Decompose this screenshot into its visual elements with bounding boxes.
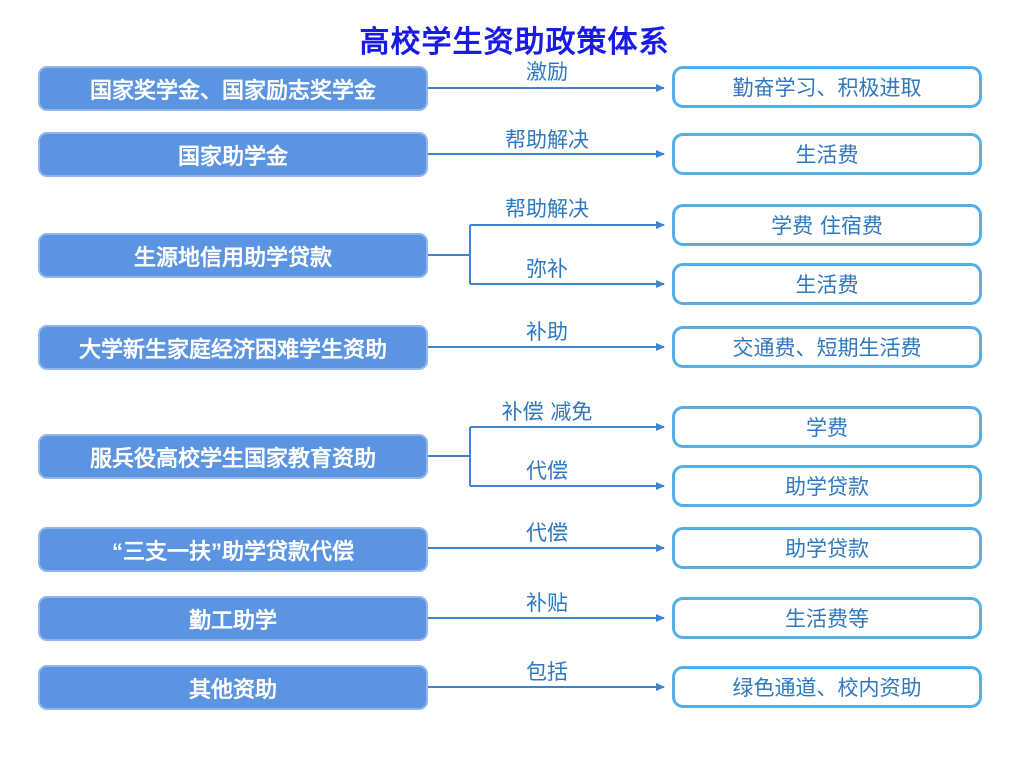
benefit-box-tuition-accommodation: 学费 住宿费 [672, 204, 982, 246]
page-title: 高校学生资助政策体系 [359, 26, 670, 59]
policy-box-national-grant: 国家助学金 [38, 132, 428, 177]
policy-box-national-scholarship: 国家奖学金、国家励志奖学金 [38, 66, 428, 111]
arrow-label-subsidize: 补助 [526, 320, 568, 344]
benefit-box-living-expenses-etc: 生活费等 [672, 597, 982, 639]
policy-box-freshman-hardship-aid: 大学新生家庭经济困难学生资助 [38, 325, 428, 370]
policy-box-work-study: 勤工助学 [38, 596, 428, 641]
arrow-label-repay-2: 代偿 [526, 521, 568, 545]
benefit-box-student-loan-1: 助学贷款 [672, 465, 982, 507]
benefit-box-diligent-study: 勤奋学习、积极进取 [672, 66, 982, 108]
arrow-label-help-solve-2: 帮助解决 [505, 197, 589, 221]
arrow-label-make-up: 弥补 [526, 257, 568, 281]
benefit-box-green-channel-campus-aid: 绿色通道、校内资助 [672, 666, 982, 708]
policy-box-sanzhiyifu-loan-repayment: “三支一扶”助学贷款代偿 [38, 527, 428, 572]
arrow-label-compensate-waive: 补偿 减免 [501, 400, 593, 424]
arrow-label-motivate: 激励 [526, 60, 568, 84]
policy-box-military-service-aid: 服兵役高校学生国家教育资助 [38, 434, 428, 479]
policy-box-student-origin-loan: 生源地信用助学贷款 [38, 233, 428, 278]
arrow-label-allowance: 补贴 [526, 591, 568, 615]
arrow-label-include: 包括 [526, 660, 568, 684]
benefit-box-living-expenses-1: 生活费 [672, 133, 982, 175]
arrow-label-repay-1: 代偿 [526, 459, 568, 483]
benefit-box-living-expenses-2: 生活费 [672, 263, 982, 305]
arrow-label-help-solve-1: 帮助解决 [505, 128, 589, 152]
benefit-box-tuition: 学费 [672, 406, 982, 448]
benefit-box-student-loan-2: 助学贷款 [672, 527, 982, 569]
benefit-box-transport-shortterm: 交通费、短期生活费 [672, 326, 982, 368]
policy-box-other-aid: 其他资助 [38, 665, 428, 710]
